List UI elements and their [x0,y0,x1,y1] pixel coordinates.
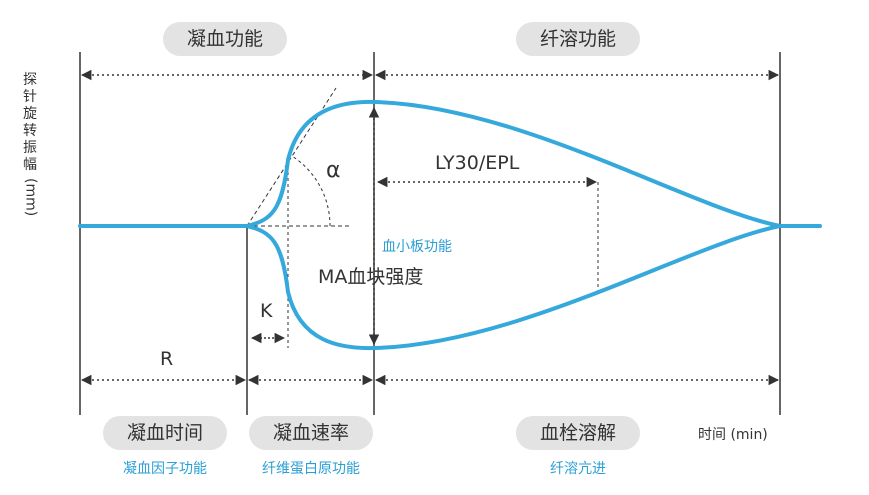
fibrinogen-function-label: 纤维蛋白原功能 [262,461,360,477]
teg-curve-lower [245,224,782,351]
y-axis-title: 探针旋转振幅 [23,72,37,173]
x-axis-label: 时间 (min) [698,427,768,443]
clotting-rate-pill: 凝血速率 [249,416,373,450]
y-axis-unit: (mm) [22,178,39,217]
teg-curve-upper [78,99,822,228]
clot-lysis-pill: 血栓溶解 [516,416,640,450]
alpha-angle-arc [291,155,331,227]
alpha-label: α [326,158,341,183]
ma-label: MA血块强度 [318,266,424,288]
clotting-factor-function-label: 凝血因子功能 [123,461,207,477]
alpha-tangent-line [246,87,337,227]
clotting-time-pill: 凝血时间 [103,416,227,450]
ly30-label: LY30/EPL [435,152,520,174]
hyperfibrinolysis-label: 纤溶亢进 [550,461,606,477]
r-label: R [160,348,174,370]
coagulation-function-pill: 凝血功能 [163,22,287,56]
y-axis-label: 探针旋转振幅 (mm) [20,72,40,216]
k-label: K [260,300,273,322]
platelet-function-label: 血小板功能 [382,239,452,255]
fibrinolysis-function-pill: 纤溶功能 [516,22,640,56]
